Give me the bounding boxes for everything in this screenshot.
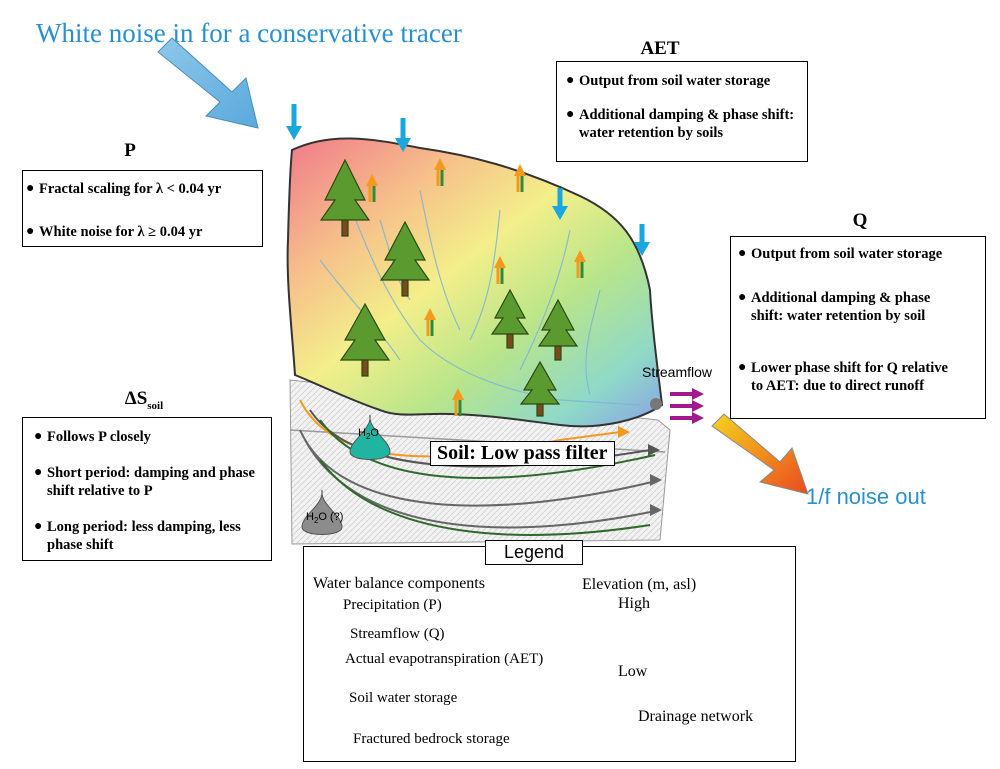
legend-title: Legend (485, 540, 584, 565)
ds-item: Short period: damping and phase shift re… (47, 465, 255, 499)
ds-title: ΔSsoil (124, 388, 164, 412)
aet-item: Output from soil water storage (579, 73, 771, 89)
p-item: White noise for λ ≥ 0.04 yr (39, 224, 203, 240)
precipitation-arrows (286, 104, 650, 256)
legend-item-streamflow: Streamflow (Q) (350, 626, 445, 642)
p-title: P (124, 140, 136, 161)
streamflow-label: Streamflow (642, 364, 713, 380)
aet-item: Additional damping & phase shift: water … (579, 107, 795, 141)
legend-item-precipitation: Precipitation (P) (343, 597, 442, 613)
bullet-icon: ● (738, 246, 747, 261)
bullet-icon: ● (566, 107, 575, 122)
bullet-icon: ● (34, 429, 43, 444)
q-item: Output from soil water storage (751, 246, 943, 262)
trees (319, 158, 579, 417)
legend-item-aet: Actual evapotranspiration (AET) (345, 651, 544, 667)
legend-components-header: Water balance components (313, 575, 485, 592)
legend-box (303, 546, 796, 762)
output-arrow (711, 413, 809, 495)
bedrock-symbol: H2O (?) (306, 511, 344, 526)
q-item: Additional damping & phase shift: water … (751, 290, 931, 324)
legend-elevation-header: Elevation (m, asl) (582, 576, 697, 593)
bullet-icon: ● (34, 465, 43, 480)
evapotranspiration-arrows (366, 158, 586, 416)
soil-water-storage-icon (349, 414, 391, 460)
q-box: ● Output from soil water storage ● Additio… (730, 236, 986, 419)
outlet-point (650, 398, 662, 410)
ds-box: ● Follows P closely ● Short period: dampin… (22, 417, 272, 561)
bullet-icon: ● (26, 224, 35, 239)
streamflow-arrows (670, 388, 704, 424)
legend-drainage: Drainage network (638, 708, 754, 725)
bullet-icon: ● (738, 290, 747, 305)
soil-filter-label: Soil: Low pass filter (430, 441, 615, 466)
soil-water-symbol: H2O (358, 427, 379, 442)
aet-title: AET (640, 38, 680, 59)
p-item: Fractal scaling for λ < 0.04 yr (39, 181, 222, 197)
q-item: Lower phase shift for Q relative to AET:… (751, 360, 948, 394)
aet-box: ● Output from soil water storage ● Additio… (556, 61, 808, 162)
legend-elevation-high: High (618, 595, 650, 612)
q-title: Q (852, 210, 868, 231)
bullet-icon: ● (738, 360, 747, 375)
p-box: ● Fractal scaling for λ < 0.04 yr ● White … (22, 170, 263, 247)
subsurface-flowpaths (299, 399, 662, 536)
input-label: White noise in for a conservative tracer (36, 18, 462, 48)
bedrock-storage-icon (301, 489, 343, 535)
input-arrow (157, 37, 259, 129)
bullet-icon: ● (566, 73, 575, 88)
bullet-icon: ● (34, 519, 43, 534)
legend-elevation-low: Low (618, 663, 648, 680)
legend-item-bedrock: Fractured bedrock storage (353, 731, 510, 747)
bullet-icon: ● (26, 181, 35, 196)
legend-item-soil-storage: Soil water storage (349, 690, 458, 706)
ds-item: Long period: less damping, less phase sh… (47, 519, 241, 553)
output-label: 1/f noise out (806, 484, 926, 509)
ds-item: Follows P closely (47, 429, 151, 445)
